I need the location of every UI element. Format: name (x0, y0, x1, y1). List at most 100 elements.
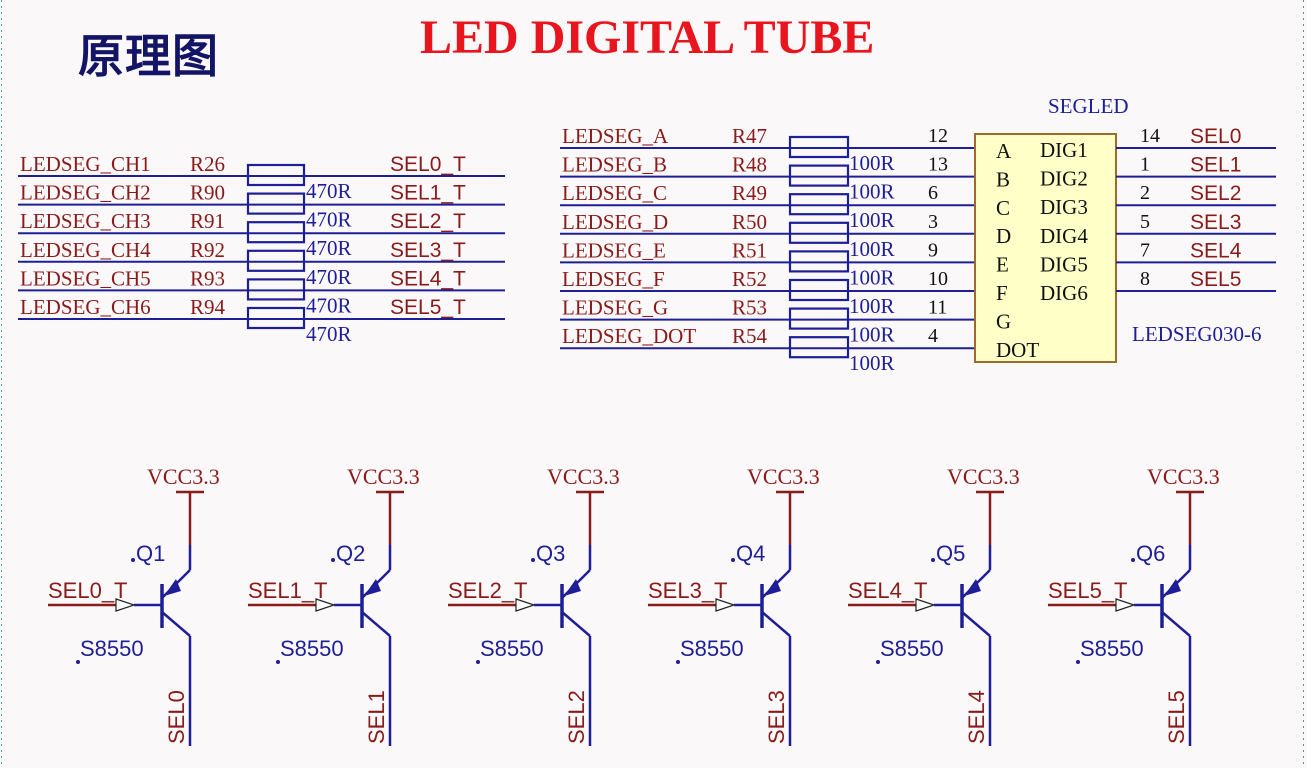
digit-net-label: SEL2 (1190, 182, 1241, 205)
collector-net-label: SEL1 (364, 690, 389, 744)
segment-resistor-body (788, 193, 850, 216)
collector-leg (1161, 611, 1191, 637)
resistor-value: 470R (306, 179, 352, 203)
pin-number: 10 (928, 268, 948, 290)
vcc-label: VCC3.3 (1147, 464, 1220, 489)
segment-resistor-value: 100R (849, 237, 895, 261)
segment-pin-name: F (996, 281, 1008, 305)
segment-pin-name: DOT (996, 338, 1039, 362)
output-net-label: SEL2_T (390, 210, 466, 233)
resistor-ref: R94 (190, 295, 226, 319)
part-dot (1076, 660, 1080, 664)
port-arrow (515, 598, 536, 612)
digit-net-label: SEL3 (1190, 211, 1241, 234)
digit-pin-name: DIG6 (1040, 281, 1088, 305)
collector-leg (161, 611, 191, 637)
net-label: LEDSEG_CH2 (20, 181, 151, 205)
resistor-ref: R92 (190, 238, 225, 262)
net-label: LEDSEG_CH1 (20, 152, 151, 176)
segment-resistor-value: 100R (849, 208, 895, 232)
segment-resistor-ref: R54 (732, 324, 768, 348)
transistor-part: S8550 (480, 636, 544, 661)
digit-pin-number: 5 (1140, 211, 1150, 233)
port-arrow (115, 598, 136, 612)
segment-net-label: LEDSEG_G (562, 296, 668, 320)
digit-pin-number: 7 (1140, 239, 1150, 261)
port-arrow (915, 598, 936, 612)
resistor-ref: R90 (190, 181, 225, 205)
resistor-body (246, 306, 306, 330)
segment-resistor-ref: R51 (732, 238, 767, 262)
resistor-ref: R93 (190, 266, 225, 290)
digit-net-label: SEL1 (1190, 154, 1241, 177)
pin-number: 4 (928, 325, 938, 347)
segment-pin-name: G (996, 309, 1011, 333)
segment-net-label: LEDSEG_DOT (562, 324, 696, 348)
resistor-body (246, 221, 306, 244)
segment-pin-name: D (996, 224, 1011, 248)
segment-resistor-ref: R52 (732, 267, 767, 291)
transistor-ref: Q4 (736, 541, 765, 566)
transistor-ref: Q3 (536, 541, 565, 566)
collector-net-label: SEL5 (1164, 690, 1189, 744)
base-net-label: SEL0_T (48, 578, 128, 603)
transistor-ref: Q1 (136, 541, 165, 566)
segled-body (974, 133, 1117, 363)
collector-leg (761, 611, 791, 637)
segment-resistor-ref: R50 (732, 210, 767, 234)
segment-resistor-value: 100R (849, 351, 895, 375)
collector-net-label: SEL4 (964, 690, 989, 744)
diagram-title: LED DIGITAL TUBE (420, 11, 875, 64)
base-net-label: SEL3_T (648, 578, 728, 603)
segment-pin-name: A (996, 139, 1012, 163)
segment-resistor-value: 100R (849, 265, 895, 289)
ref-dot (531, 558, 535, 562)
digit-pin-name: DIG2 (1040, 167, 1088, 191)
transistor-ref: Q2 (336, 541, 365, 566)
digit-pin-name: DIG3 (1040, 195, 1088, 219)
segment-resistor-body (788, 221, 850, 244)
output-net-label: SEL4_T (390, 267, 466, 290)
ref-dot (931, 558, 935, 562)
collector-leg (361, 611, 391, 637)
vcc-label: VCC3.3 (747, 464, 820, 489)
transistor-part: S8550 (280, 636, 344, 661)
segment-pin-name: B (996, 167, 1010, 191)
base-net-label: SEL4_T (848, 578, 928, 603)
segment-resistor-ref: R49 (732, 181, 767, 205)
collector-net-label: SEL2 (564, 690, 589, 744)
transistor-part: S8550 (80, 636, 144, 661)
collector-leg (961, 611, 991, 637)
digit-net-label: SEL5 (1190, 268, 1241, 291)
segment-resistor-ref: R53 (732, 296, 767, 320)
digit-pin-number: 8 (1140, 268, 1150, 290)
pin-number: 6 (928, 182, 938, 204)
output-net-label: SEL1_T (390, 182, 466, 205)
port-arrow (315, 598, 336, 612)
port-arrow (715, 598, 736, 612)
resistor-value: 470R (306, 236, 352, 260)
segment-net-label: LEDSEG_F (562, 267, 665, 291)
collector-net-label: SEL3 (764, 690, 789, 744)
resistor-value: 470R (306, 208, 352, 232)
ref-dot (331, 558, 335, 562)
segment-resistor-value: 100R (849, 323, 895, 347)
component-ref: SEGLED (1048, 94, 1129, 118)
segment-resistor-body (788, 307, 850, 330)
digit-pin-number: 1 (1140, 154, 1150, 176)
base-net-label: SEL2_T (448, 578, 528, 603)
pin-number: 13 (928, 154, 948, 176)
segment-net-label: LEDSEG_D (562, 210, 668, 234)
collector-net-label: SEL0 (164, 690, 189, 744)
digit-pin-number: 2 (1140, 182, 1150, 204)
segment-resistor-body (788, 278, 850, 302)
net-label: LEDSEG_CH3 (20, 209, 151, 233)
ref-dot (731, 558, 735, 562)
output-net-label: SEL3_T (390, 239, 466, 262)
